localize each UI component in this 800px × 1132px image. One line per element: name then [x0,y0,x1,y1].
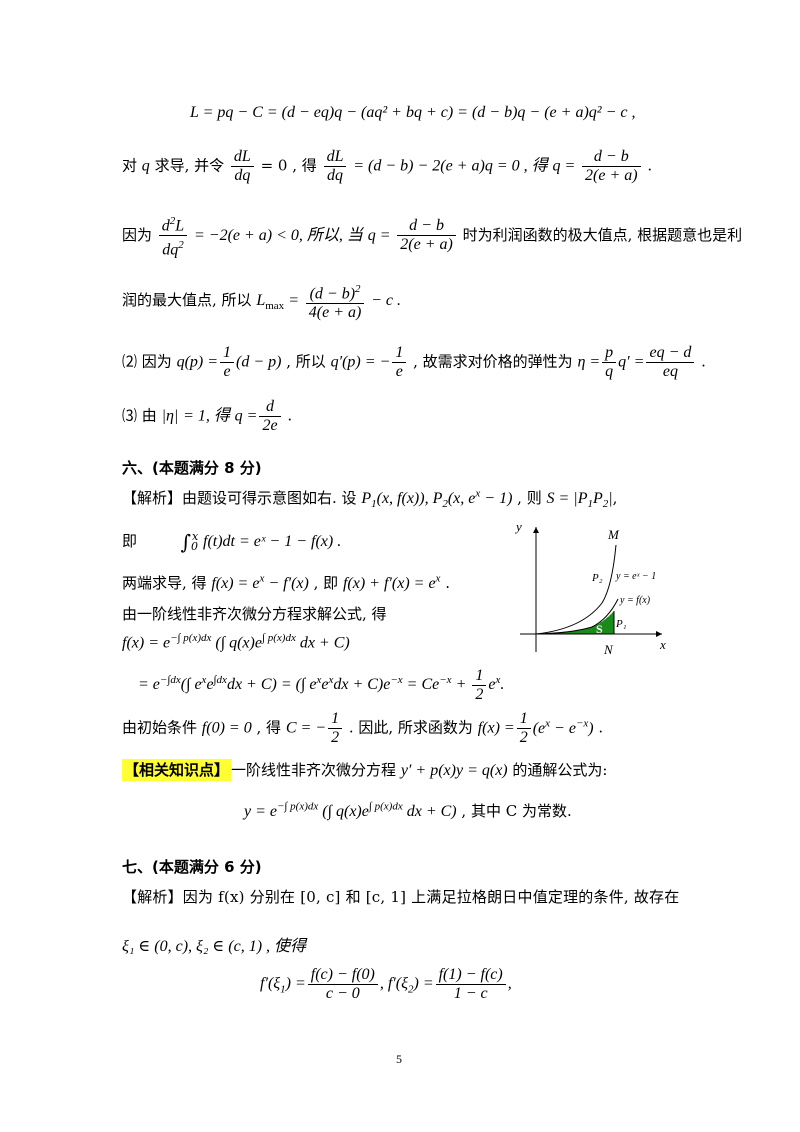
knowledge-badge: 【相关知识点】 [122,759,232,781]
curve-f [535,598,619,635]
label-curve-exp: y = eˣ − 1 [615,571,656,582]
section-7-xi: ξ₁ ∈ (0, c), ξ₂ ∈ (c, 1) , 使得 [122,938,307,955]
equation-profit: L = pq − C = (d − eq)q − (aq² + bq + c) … [190,104,636,121]
formula-general-solution: f(x) = e−∫ p(x)dx (∫ q(x)e∫ p(x)dx dx + … [122,632,350,652]
section-6-intro: 【解析】由题设可得示意图如右. 设 P1(x, f(x)), P2(x, ex … [122,487,618,511]
formula-mean-value: f′(ξ1) =f(c) − f(0)c − 0, f′(ξ2) =f(1) −… [260,966,512,1002]
figure-sketch: y x M N P₂ P₁ S y = eˣ − 1 y = f(x) [514,519,666,657]
label-M: M [607,527,620,542]
integral-equation: 即 ∫0x f(t)dt = eˣ − 1 − f(x) . [122,530,342,554]
page-number: 5 [396,1052,402,1066]
label-y-axis: y [514,519,522,534]
label-curve-f: y = f(x) [619,595,651,606]
shaded-region-s [536,611,614,634]
knowledge-formula: y = e−∫ p(x)dx (∫ q(x)e∫ p(x)dx dx + C) … [244,800,572,820]
section-7-title: 七、(本题满分 6 分) [122,858,262,876]
label-S: S [596,622,603,636]
section-6-title: 六、(本题满分 8 分) [122,459,262,477]
paragraph-differentiate: 两端求导, 得 f(x) = ex − f′(x) , 即 f(x) + f′(… [122,572,450,592]
formula-substitution: = e−∫dx(∫ exe∫dxdx + C) = (∫ exexdx + C)… [138,667,505,703]
section-7-text: 【解析】因为 f(x) 分别在 [0, c] 和 [c, 1] 上满足拉格朗日中… [122,888,680,906]
label-P1: P₁ [615,618,627,630]
label-x-axis: x [659,637,666,652]
curve-exp [535,544,617,635]
knowledge-point: 【相关知识点】一阶线性非齐次微分方程 y′ + p(x)y = q(x) 的通解… [122,759,608,781]
label-N: N [603,642,614,657]
paragraph-formula-intro: 由一阶线性非齐次微分方程求解公式, 得 [122,605,387,623]
label-P2: P₂ [591,572,603,584]
